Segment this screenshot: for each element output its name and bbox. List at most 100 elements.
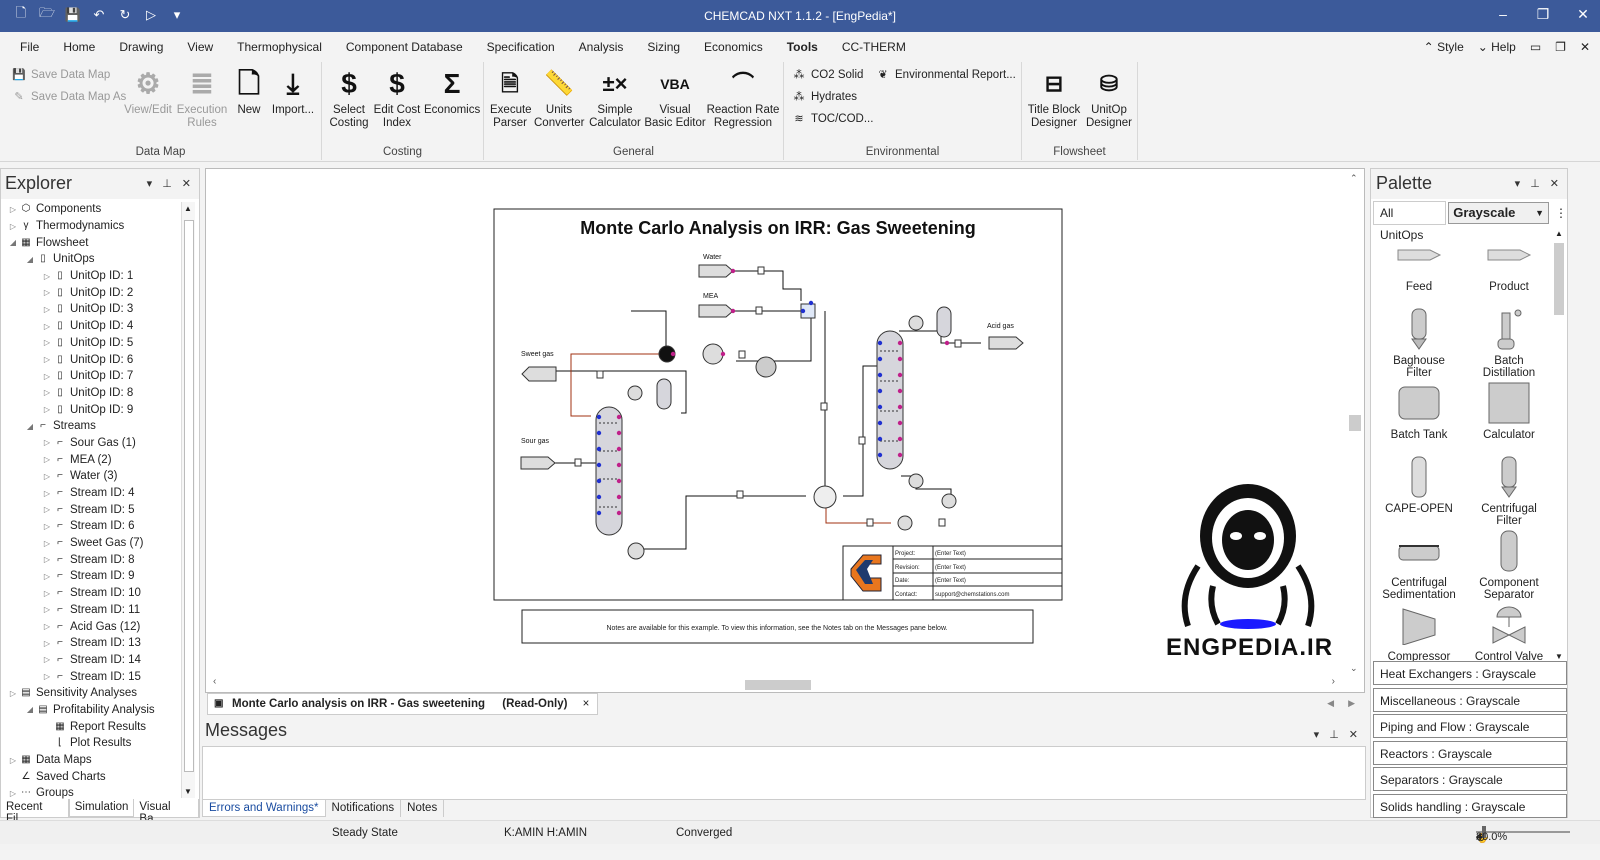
tree-item[interactable]: ▷▯UnitOp ID: 7: [1, 368, 181, 385]
tree-item[interactable]: ▷▯UnitOp ID: 9: [1, 401, 181, 418]
reaction-rate-regression-button[interactable]: ⌒ Reaction Rate Regression: [706, 66, 780, 130]
palette-item-control-valve[interactable]: Control Valve: [1465, 603, 1553, 661]
pin-icon[interactable]: ⊥: [162, 178, 172, 190]
palette-item-compressor[interactable]: Compressor: [1375, 603, 1463, 661]
environmental-report-button[interactable]: ❦Environmental Report...: [876, 68, 1015, 82]
execution-rules-button[interactable]: ≣ Execution Rules: [174, 66, 230, 130]
zoom-slider-thumb[interactable]: [1482, 826, 1486, 838]
zoom-in-icon[interactable]: +: [1476, 831, 1483, 843]
palette-scroll-thumb[interactable]: [1554, 243, 1564, 315]
messages-tab-notifications[interactable]: Notifications: [326, 800, 402, 817]
collapsed-arrow-icon[interactable]: ▷: [43, 622, 51, 632]
messages-dropdown-icon[interactable]: ▾: [1313, 729, 1320, 741]
style-menu[interactable]: ⌃ Style: [1423, 40, 1464, 54]
tree-item[interactable]: ▷⌐Stream ID: 13: [1, 635, 181, 652]
collapsed-arrow-icon[interactable]: ▷: [9, 688, 17, 698]
save-icon[interactable]: 💾: [64, 7, 82, 22]
palette-scheme-select[interactable]: Grayscale ▼: [1448, 202, 1549, 224]
flowsheet-hscroll[interactable]: ‹ ›: [211, 676, 1339, 690]
scroll-up-icon[interactable]: ▲: [184, 204, 192, 213]
collapsed-arrow-icon[interactable]: ▷: [43, 338, 51, 348]
tree-item[interactable]: ▷⬡Components: [1, 201, 181, 218]
explorer-scrollbar[interactable]: ▲ ▼: [181, 202, 195, 798]
collapsed-arrow-icon[interactable]: ▷: [43, 438, 51, 448]
vba-editor-button[interactable]: VBA Visual Basic Editor: [644, 66, 706, 130]
explorer-tab-1[interactable]: Simulation: [68, 799, 135, 817]
palette-item-batch-tank[interactable]: Batch Tank: [1375, 381, 1463, 441]
palette-category[interactable]: Heat Exchangers : Grayscale: [1373, 661, 1567, 685]
collapsed-arrow-icon[interactable]: ▷: [43, 605, 51, 615]
menu-view[interactable]: View: [187, 40, 214, 54]
palette-category[interactable]: Miscellaneous : Grayscale: [1373, 687, 1567, 712]
tree-item[interactable]: ▷▤Sensitivity Analyses: [1, 685, 181, 702]
document-tab-close-icon[interactable]: ×: [582, 698, 590, 710]
pan-hand-icon[interactable]: ✋: [1476, 832, 1490, 844]
expanded-arrow-icon[interactable]: ◢: [26, 421, 34, 431]
collapsed-arrow-icon[interactable]: ▷: [43, 471, 51, 481]
expanded-arrow-icon[interactable]: ◢: [9, 238, 17, 248]
economics-button[interactable]: Σ Economics: [424, 66, 480, 117]
vscroll-thumb[interactable]: [1349, 415, 1361, 431]
zoom-out-icon[interactable]: –: [1476, 831, 1483, 843]
tree-item[interactable]: ▷▯UnitOp ID: 5: [1, 335, 181, 352]
zoom-fit-icon[interactable]: ⊕: [1476, 832, 1486, 844]
menu-specification[interactable]: Specification: [486, 40, 555, 54]
collapsed-arrow-icon[interactable]: ▷: [43, 304, 51, 314]
palette-item-calculator[interactable]: Calculator: [1465, 381, 1553, 441]
select-costing-button[interactable]: $ Select Costing: [328, 66, 370, 130]
new-datamap-button[interactable]: 🗋 New: [234, 66, 264, 117]
zoom-slider[interactable]: [1476, 826, 1570, 838]
collapsed-arrow-icon[interactable]: ▷: [43, 455, 51, 465]
scroll-down-icon[interactable]: ▼: [184, 787, 192, 796]
tree-item[interactable]: ▷⌐Stream ID: 14: [1, 652, 181, 669]
tab-next-icon[interactable]: ▶: [1348, 698, 1355, 708]
collapsed-arrow-icon[interactable]: ▷: [43, 672, 51, 682]
tree-item[interactable]: ◢▯UnitOps: [1, 251, 181, 268]
vscroll-down-icon[interactable]: ⌄: [1350, 663, 1358, 673]
tree-item[interactable]: ▷▯UnitOp ID: 8: [1, 385, 181, 402]
menu-economics[interactable]: Economics: [704, 40, 763, 54]
tree-item[interactable]: ▷⌐Stream ID: 9: [1, 568, 181, 585]
qat-dropdown-icon[interactable]: ▾: [173, 7, 181, 22]
tree-item[interactable]: ▷⌐Stream ID: 5: [1, 501, 181, 518]
tree-item[interactable]: ◢▦Flowsheet: [1, 234, 181, 251]
palette-dropdown-icon[interactable]: ▾: [1514, 178, 1521, 190]
collapsed-arrow-icon[interactable]: ▷: [43, 571, 51, 581]
hydrates-button[interactable]: ⁂Hydrates: [792, 90, 858, 104]
tree-item[interactable]: ▷⌐Acid Gas (12): [1, 618, 181, 635]
refresh-icon[interactable]: ↻: [119, 7, 131, 22]
tree-item[interactable]: ▷▦Data Maps: [1, 752, 181, 769]
palette-pin-icon[interactable]: ⊥: [1530, 178, 1540, 190]
tree-item[interactable]: ▷⌐Stream ID: 10: [1, 585, 181, 602]
co2-solid-button[interactable]: ⁂CO2 Solid: [792, 68, 864, 82]
menu-file[interactable]: File: [20, 40, 40, 54]
collapsed-arrow-icon[interactable]: ▷: [43, 521, 51, 531]
hscroll-thumb[interactable]: [745, 680, 811, 690]
palette-category[interactable]: Separators : Grayscale: [1373, 767, 1567, 791]
units-converter-button[interactable]: 📏 Units Converter: [534, 66, 585, 130]
explorer-tab-0[interactable]: Recent Fil...: [1, 799, 69, 825]
tree-item[interactable]: ▷⌐Stream ID: 4: [1, 485, 181, 502]
help-menu[interactable]: ⌄ Help: [1477, 40, 1516, 54]
palette-scroll-up-icon[interactable]: ▲: [1555, 229, 1563, 238]
tree-item[interactable]: ▷▯UnitOp ID: 1: [1, 268, 181, 285]
menu-drawing[interactable]: Drawing: [119, 40, 164, 54]
all-unitops-tab[interactable]: All UnitOps: [1373, 201, 1447, 242]
explorer-scroll-thumb[interactable]: [184, 220, 194, 772]
palette-item-product[interactable]: Product: [1465, 233, 1553, 293]
tree-item[interactable]: ▷⋯Groups: [1, 785, 181, 799]
collapsed-arrow-icon[interactable]: ▷: [43, 321, 51, 331]
tree-item[interactable]: ▷⌐Sweet Gas (7): [1, 535, 181, 552]
collapsed-arrow-icon[interactable]: ▷: [43, 555, 51, 565]
vscroll-up-icon[interactable]: ⌃: [1350, 173, 1358, 183]
toc-cod-button[interactable]: ≋TOC/COD...: [792, 112, 873, 126]
menu-sizing[interactable]: Sizing: [647, 40, 681, 54]
panel-dropdown-icon[interactable]: ▾: [146, 178, 153, 190]
ribbon-minimize-icon[interactable]: ▭: [1529, 40, 1542, 54]
tree-item[interactable]: ▷⌐Stream ID: 8: [1, 551, 181, 568]
tree-item[interactable]: ◢▤Profitability Analysis: [1, 702, 181, 719]
